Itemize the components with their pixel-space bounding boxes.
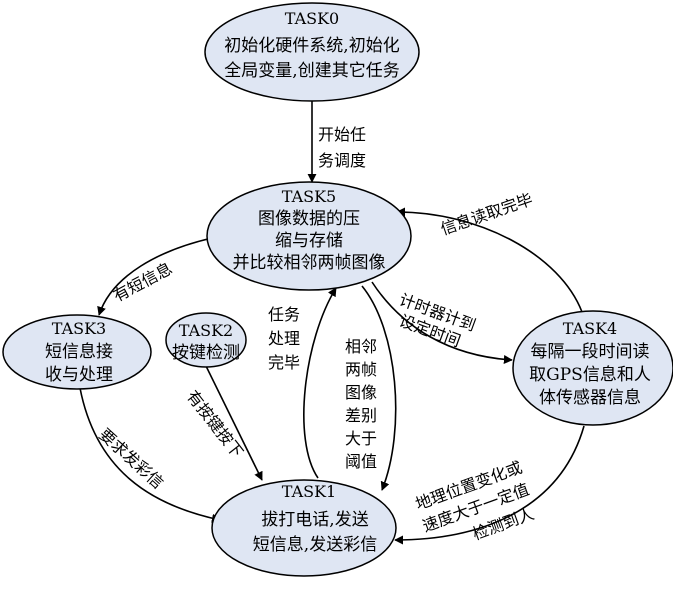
edge-task5-to-task1 bbox=[361, 285, 397, 491]
label-frame-diff-3: 图像 bbox=[345, 383, 377, 402]
node-task5-line-1: 图像数据的压 bbox=[258, 209, 360, 229]
label-task-done-2: 处理 bbox=[268, 329, 300, 348]
node-task4-line-1: 每隔一段时间读 bbox=[531, 342, 650, 362]
label-frame-diff-1: 相邻 bbox=[345, 337, 377, 356]
node-task3-line-1: 短信息接 bbox=[45, 342, 113, 362]
node-task5: TASK5 图像数据的压 缩与存储 并比较相邻两帧图像 bbox=[206, 181, 412, 291]
edge-task1-to-task5 bbox=[303, 287, 337, 479]
label-task-done-3: 完毕 bbox=[268, 353, 300, 372]
node-task1-line-2: 短信息,发送彩信 bbox=[253, 535, 377, 555]
label-start-scheduling-1: 开始任 bbox=[318, 125, 366, 144]
label-start-scheduling-2: 务调度 bbox=[318, 151, 366, 170]
node-task4-line-2: 取GPS信息和人 bbox=[529, 365, 651, 385]
label-frame-diff-5: 大于 bbox=[345, 429, 377, 448]
node-task1: TASK1 拔打电话,发送 短信息,发送彩信 bbox=[211, 479, 397, 577]
label-task-done-1: 任务 bbox=[268, 305, 300, 324]
node-task4-line-3: 体传感器信息 bbox=[539, 388, 641, 408]
edge-task4-to-task1 bbox=[394, 425, 585, 545]
node-task3-title: TASK3 bbox=[52, 319, 106, 338]
node-task5-title: TASK5 bbox=[282, 187, 336, 206]
node-task3: TASK3 短信息接 收与处理 bbox=[2, 314, 152, 390]
label-frame-diff-2: 两帧 bbox=[345, 360, 377, 379]
node-task2-title: TASK2 bbox=[179, 321, 233, 340]
node-task4: TASK4 每隔一段时间读 取GPS信息和人 体传感器信息 bbox=[512, 310, 673, 426]
node-task0-line-1: 初始化硬件系统,初始化 bbox=[224, 36, 399, 56]
node-task0: TASK0 初始化硬件系统,初始化 全局变量,创建其它任务 bbox=[204, 2, 420, 102]
edge-task4-to-task5 bbox=[396, 207, 583, 313]
label-key-pressed: 有按键按下 bbox=[183, 387, 247, 462]
label-info-read-done: 信息读取完毕 bbox=[438, 190, 535, 239]
node-task2-line-1: 按键检测 bbox=[172, 343, 240, 363]
edge-task5-to-task4 bbox=[371, 281, 513, 364]
label-frame-diff-6: 阈值 bbox=[345, 452, 377, 471]
node-task0-line-2: 全局变量,创建其它任务 bbox=[224, 61, 399, 81]
edge-task3-to-task1 bbox=[79, 387, 221, 523]
node-task2: TASK2 按键检测 bbox=[165, 312, 247, 368]
node-task0-title: TASK0 bbox=[285, 9, 339, 28]
node-task1-title: TASK1 bbox=[282, 482, 336, 501]
node-task3-line-2: 收与处理 bbox=[45, 365, 113, 385]
edge-task2-to-task1 bbox=[205, 365, 263, 481]
node-task1-line-1: 拔打电话,发送 bbox=[261, 510, 368, 530]
node-task4-title: TASK4 bbox=[563, 319, 617, 338]
node-task5-line-2: 缩与存储 bbox=[275, 231, 343, 251]
node-task5-line-3: 并比较相邻两帧图像 bbox=[233, 253, 386, 273]
label-send-mms: 要求发彩信 bbox=[95, 425, 167, 493]
label-frame-diff-4: 差别 bbox=[345, 406, 377, 425]
edge-task5-to-task3 bbox=[97, 237, 213, 316]
